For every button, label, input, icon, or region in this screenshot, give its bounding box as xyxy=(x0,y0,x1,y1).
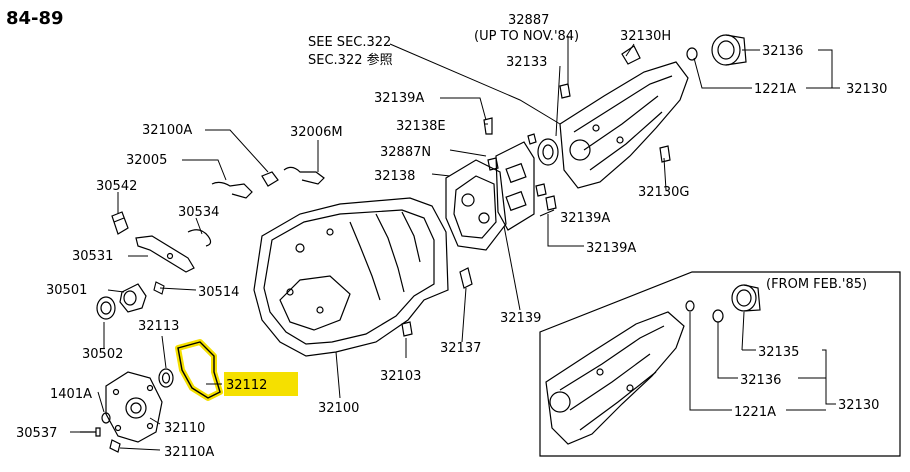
rear-extension-32130-lower xyxy=(545,311,685,445)
spring-30514 xyxy=(153,281,165,295)
seal-32887 xyxy=(537,138,559,166)
note-see-sec-jp: SEC.322 参照 xyxy=(308,52,393,68)
boot-30542 xyxy=(111,211,129,235)
seal-32113 xyxy=(158,368,174,388)
label-32005: 32005 xyxy=(126,153,167,168)
label-32139A-top: 32139A xyxy=(374,91,424,106)
label-32110: 32110 xyxy=(164,421,205,436)
leader-lines xyxy=(70,36,840,451)
label-30501: 30501 xyxy=(46,283,87,298)
sleeve-30501 xyxy=(119,283,147,313)
label-32138: 32138 xyxy=(374,169,415,184)
bearing-30502 xyxy=(96,296,116,320)
label-32100: 32100 xyxy=(318,401,359,416)
label-30531: 30531 xyxy=(72,249,113,264)
label-32135: 32135 xyxy=(758,345,799,360)
note-up-to: (UP TO NOV.'84) xyxy=(474,29,579,44)
label-1221A-lower: 1221A xyxy=(734,405,776,420)
bushing-32135-lower xyxy=(731,284,761,312)
plate-32139 xyxy=(495,141,535,231)
label-32137: 32137 xyxy=(440,341,481,356)
page-title: 84-89 xyxy=(6,8,64,29)
label-32130-upper: 32130 xyxy=(846,82,887,97)
front-cover-32110 xyxy=(105,371,163,443)
adapter-plate-32138 xyxy=(445,159,507,251)
transmission-case-32100 xyxy=(253,197,449,357)
note-from-feb: (FROM FEB.'85) xyxy=(766,277,867,292)
label-32139: 32139 xyxy=(500,311,541,326)
label-32138E: 32138E xyxy=(396,119,446,134)
note-see-sec: SEE SEC.322 xyxy=(308,35,391,50)
label-32103: 32103 xyxy=(380,369,421,384)
label-32887: 32887 xyxy=(508,13,549,28)
small-fasteners xyxy=(80,412,121,453)
label-32130G: 32130G xyxy=(638,185,689,200)
label-32130H: 32130H xyxy=(620,29,671,44)
bolts xyxy=(401,83,671,337)
label-32110A: 32110A xyxy=(164,445,214,460)
label-32130-lower: 32130 xyxy=(838,398,879,413)
label-30534: 30534 xyxy=(178,205,219,220)
label-32112: 32112 xyxy=(226,378,267,393)
label-32113: 32113 xyxy=(138,319,179,334)
label-32136-lower: 32136 xyxy=(740,373,781,388)
seal-1221a-lower xyxy=(685,300,695,312)
label-1401A: 1401A xyxy=(50,387,92,402)
rear-extension-32130-upper xyxy=(559,61,689,189)
seal-1221a-upper xyxy=(686,47,698,61)
clip-32130h xyxy=(621,45,641,65)
gasket-32112 xyxy=(177,341,221,399)
label-30542: 30542 xyxy=(96,179,137,194)
label-32006M: 32006M xyxy=(290,125,343,140)
label-32100A: 32100A xyxy=(142,123,192,138)
inset-frame xyxy=(539,271,901,457)
label-1221A-upper: 1221A xyxy=(754,82,796,97)
callouts: SEE SEC.322 SEC.322 参照 32887 (UP TO NOV.… xyxy=(16,13,887,460)
label-32133: 32133 xyxy=(506,55,547,70)
nut-32136-lower xyxy=(712,309,724,323)
label-32136-upper: 32136 xyxy=(762,44,803,59)
label-32139A-mid: 32139A xyxy=(560,211,610,226)
clip-30534 xyxy=(187,229,212,247)
bushing-32136-upper xyxy=(711,34,747,66)
switches xyxy=(211,166,325,199)
label-30502: 30502 xyxy=(82,347,123,362)
label-32139A-low: 32139A xyxy=(586,241,636,256)
part-32112-highlight xyxy=(224,372,298,396)
lever-30531 xyxy=(135,235,195,273)
label-30514: 30514 xyxy=(198,285,239,300)
label-32887N: 32887N xyxy=(380,145,431,160)
label-30537: 30537 xyxy=(16,426,57,441)
